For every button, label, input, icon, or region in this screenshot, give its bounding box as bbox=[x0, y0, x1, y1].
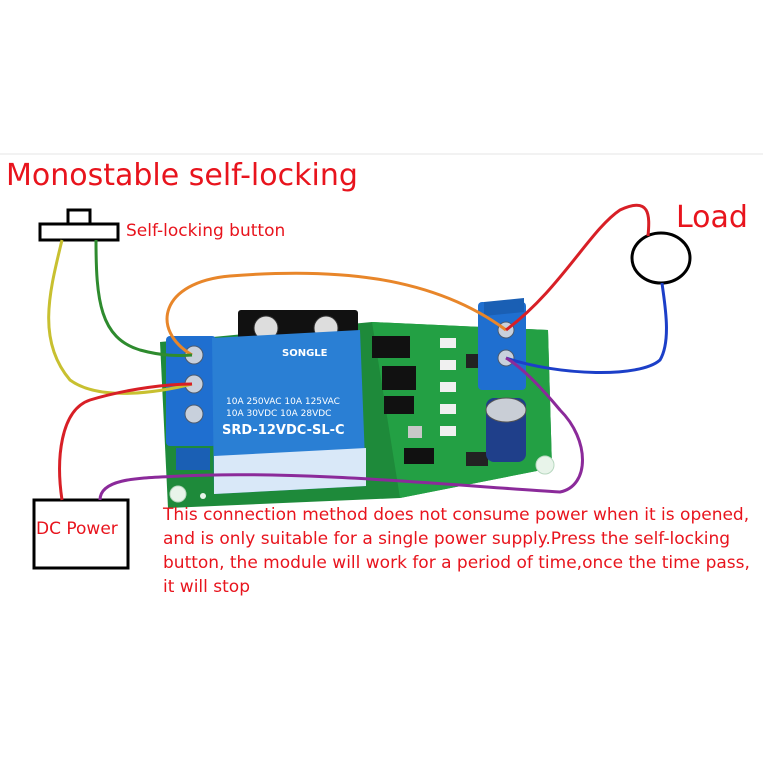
wire-orange bbox=[165, 271, 507, 357]
wire-olive bbox=[47, 239, 193, 395]
wire-green bbox=[94, 239, 193, 357]
diagram-title: Monostable self-locking bbox=[6, 158, 358, 193]
dc-power-box bbox=[32, 498, 130, 570]
load-symbol bbox=[630, 231, 692, 285]
description: This connection method does not consume … bbox=[163, 503, 763, 599]
relay-spec-line-2: 10A 30VDC 10A 28VDC bbox=[226, 409, 331, 419]
right-terminal-block bbox=[478, 298, 526, 390]
relay-brand: SONGLE bbox=[282, 348, 328, 359]
left-terminal-block bbox=[166, 336, 216, 470]
description-line: This connection method does not consume … bbox=[163, 505, 750, 525]
relay-spec-line-1: 10A 250VAC 10A 125VAC bbox=[226, 397, 340, 407]
wire-purple bbox=[98, 356, 584, 501]
ic-chip bbox=[372, 336, 410, 358]
relay: SONGLE 10A 250VAC 10A 125VAC 10A 30VDC 1… bbox=[212, 330, 366, 494]
description-line: button, the module will work for a perio… bbox=[163, 553, 750, 573]
wire-red-load bbox=[505, 203, 651, 332]
self-locking-button-label: Self-locking button bbox=[126, 221, 286, 241]
load-label: Load bbox=[676, 200, 748, 235]
self-locking-button-symbol bbox=[38, 208, 120, 242]
dc-power-label: DC Power bbox=[36, 519, 118, 539]
description-line: it will stop bbox=[163, 577, 250, 597]
relay-model: SRD-12VDC-SL-C bbox=[222, 423, 345, 438]
wire-blue-load bbox=[505, 282, 668, 375]
description-line: and is only suitable for a single power … bbox=[163, 529, 731, 549]
wire-red-dc bbox=[58, 382, 193, 501]
